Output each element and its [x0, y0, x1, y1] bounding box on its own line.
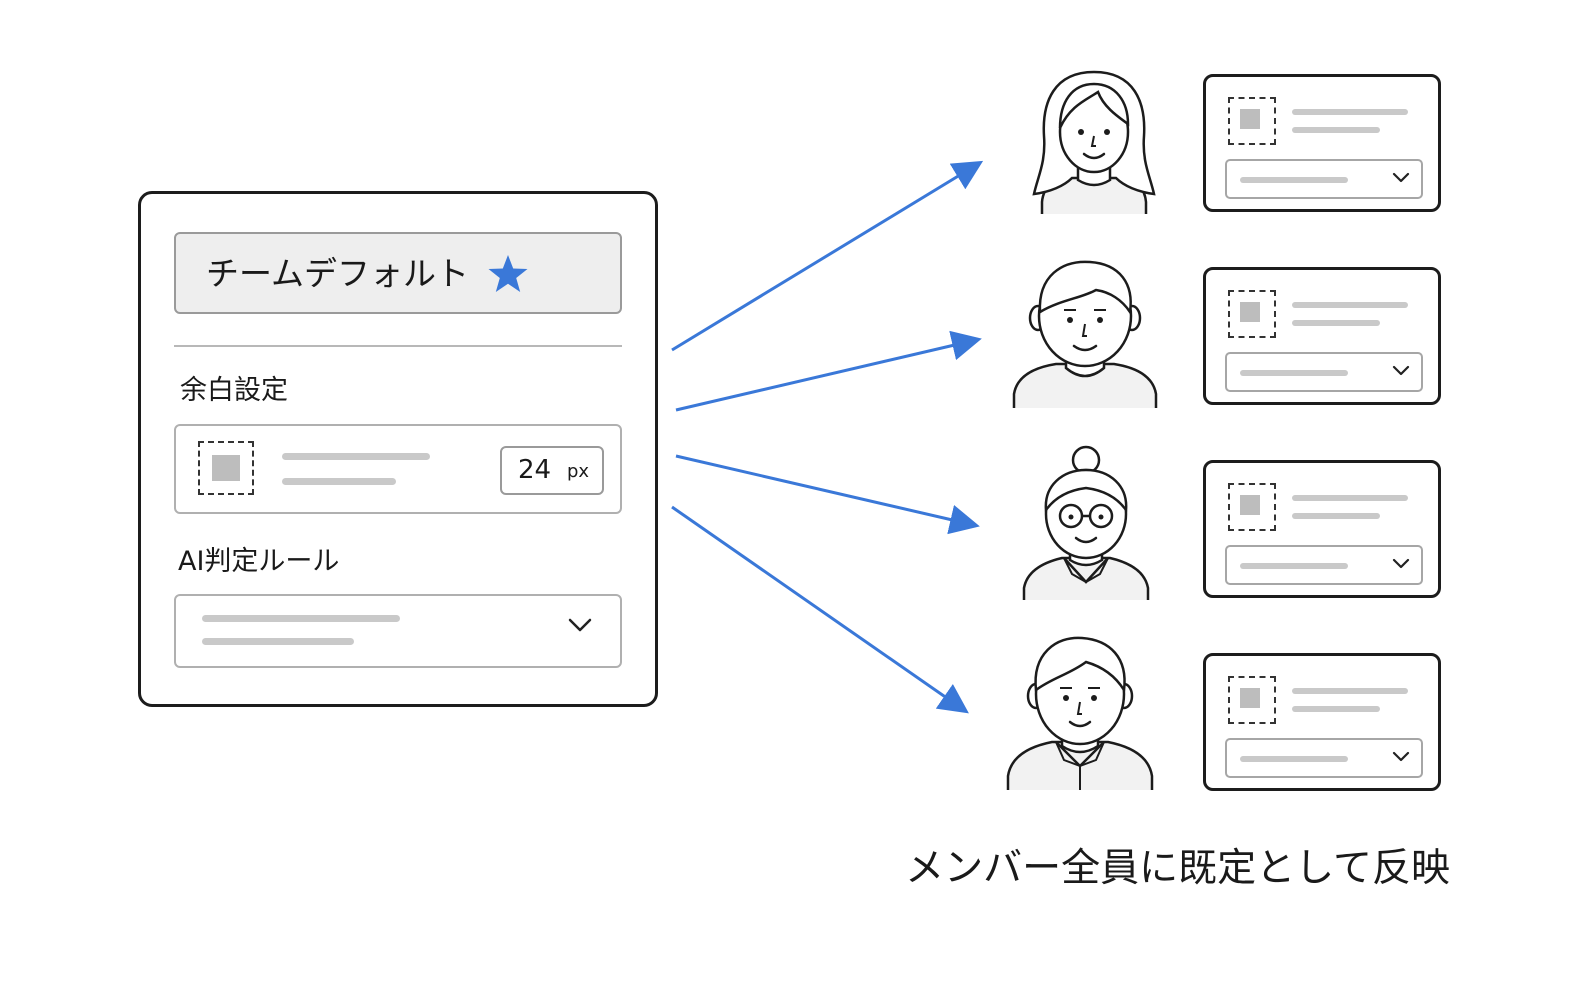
- member-dropdown[interactable]: [1225, 545, 1423, 585]
- arrow-to-member-1: [671, 160, 984, 352]
- arrow-to-member-2: [675, 330, 982, 412]
- chevron-down-icon: [1392, 365, 1410, 376]
- placeholder-line: [1240, 370, 1348, 376]
- margin-preview-icon: [1228, 483, 1276, 531]
- margin-section-title: 余白設定: [180, 375, 288, 406]
- member-avatar-1: [1032, 70, 1156, 214]
- margin-preview-icon: [198, 441, 254, 495]
- placeholder-line: [1292, 127, 1380, 133]
- margin-preview-square: [212, 455, 240, 481]
- margin-value-input[interactable]: [500, 446, 604, 495]
- placeholder-line: [1292, 302, 1408, 308]
- margin-placeholder-line: [282, 453, 430, 460]
- ai-rule-dropdown[interactable]: [174, 594, 622, 668]
- margin-preview-icon: [1228, 676, 1276, 724]
- placeholder-line: [1292, 109, 1408, 115]
- divider: [174, 345, 622, 347]
- margin-preview-square: [1240, 109, 1260, 129]
- placeholder-line: [1240, 563, 1348, 569]
- arrow-to-member-4: [671, 505, 969, 714]
- member-settings-card-3: [1203, 460, 1441, 598]
- caption: メンバー全員に既定として反映: [905, 846, 1450, 891]
- margin-unit: px: [567, 461, 590, 482]
- member-avatar-3: [1022, 445, 1150, 600]
- member-dropdown[interactable]: [1225, 159, 1423, 199]
- margin-preview-square: [1240, 688, 1260, 708]
- member-settings-card-4: [1203, 653, 1441, 791]
- chevron-down-icon: [1392, 172, 1410, 183]
- ai-rule-section-title: AI判定ルール: [178, 546, 340, 577]
- placeholder-line: [1292, 688, 1408, 694]
- margin-preview-icon: [1228, 97, 1276, 145]
- placeholder-line: [1292, 706, 1380, 712]
- margin-preview-icon: [1228, 290, 1276, 338]
- ai-rule-placeholder-line: [202, 638, 354, 645]
- placeholder-line: [1292, 513, 1380, 519]
- member-settings-card-2: [1203, 267, 1441, 405]
- member-dropdown[interactable]: [1225, 352, 1423, 392]
- margin-placeholder-line: [282, 478, 396, 485]
- chevron-down-icon[interactable]: [566, 616, 594, 634]
- placeholder-line: [1240, 177, 1348, 183]
- placeholder-line: [1292, 320, 1380, 326]
- ai-rule-placeholder-line: [202, 615, 400, 622]
- arrow-to-member-3: [675, 454, 980, 535]
- margin-value: 24: [518, 455, 552, 485]
- member-avatar-2: [1012, 260, 1158, 408]
- member-settings-card-1: [1203, 74, 1441, 212]
- chevron-down-icon: [1392, 558, 1410, 569]
- placeholder-line: [1292, 495, 1408, 501]
- preset-label: チームデフォルト: [206, 254, 470, 293]
- member-dropdown[interactable]: [1225, 738, 1423, 778]
- chevron-down-icon: [1392, 751, 1410, 762]
- margin-preview-square: [1240, 495, 1260, 515]
- member-avatar-4: [1006, 636, 1154, 790]
- star-icon: [488, 255, 528, 292]
- placeholder-line: [1240, 756, 1348, 762]
- margin-preview-square: [1240, 302, 1260, 322]
- team-default-preset-button[interactable]: [174, 232, 622, 314]
